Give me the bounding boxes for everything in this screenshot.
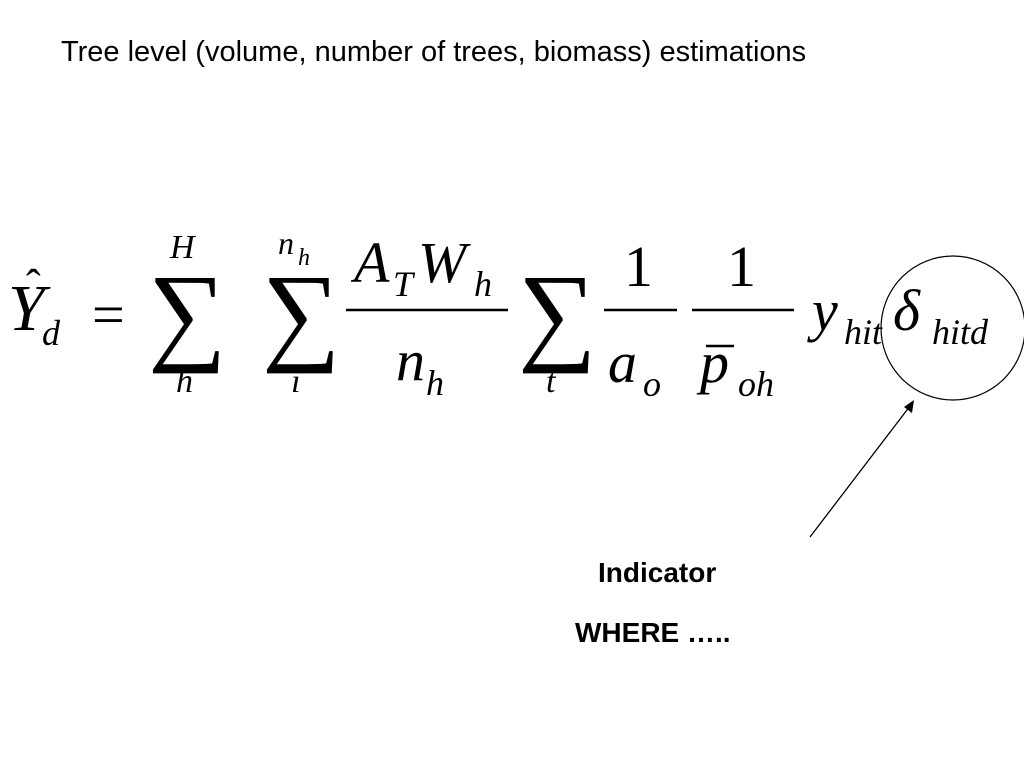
frac3-den-p: p — [696, 330, 729, 395]
indicator-arrow-line — [809, 405, 911, 538]
lhs-y: Y — [8, 272, 51, 345]
sum-t-symbol: ∑ — [518, 252, 596, 374]
sum-i-lower: i — [291, 363, 300, 400]
lhs-sub-d: d — [42, 313, 61, 353]
y-symbol: y — [807, 278, 838, 343]
slide-title: Tree level (volume, number of trees, bio… — [61, 36, 807, 68]
frac1-num-w-sub-h: h — [474, 264, 492, 304]
frac1-num-a-sub-t: T — [393, 264, 416, 304]
equals-sign: = — [92, 282, 125, 347]
frac1-num-a: A — [350, 230, 390, 295]
frac1-den-sub-h: h — [426, 363, 444, 403]
delta-symbol: δ — [893, 278, 921, 343]
indicator-label: Indicator — [598, 557, 717, 588]
sum-h-upper: H — [169, 229, 197, 266]
sum-h-lower: h — [176, 363, 193, 400]
indicator-highlight-circle — [880, 255, 1024, 401]
frac3-den-sub-oh: oh — [738, 364, 774, 404]
sum-h-symbol: ∑ — [148, 252, 226, 374]
frac2-den-sub-o: o — [643, 364, 661, 404]
y-sub-hit: hit — [844, 312, 883, 352]
sum-i-upper-n: n — [278, 225, 294, 261]
sum-t-lower: t — [546, 363, 557, 400]
frac2-num: 1 — [624, 234, 653, 299]
delta-sub-hitd: hitd — [932, 312, 989, 352]
sum-i-symbol: ∑ — [262, 252, 340, 374]
frac2-den-a: a — [608, 330, 637, 395]
frac1-num-w: W — [418, 230, 471, 295]
lhs-hat: ˆ — [26, 261, 41, 310]
indicator-arrowhead — [904, 400, 914, 413]
frac1-den-n: n — [396, 328, 425, 393]
sum-i-upper-sub-h: h — [298, 245, 310, 271]
where-label: WHERE ….. — [575, 617, 731, 648]
frac3-num: 1 — [727, 234, 756, 299]
